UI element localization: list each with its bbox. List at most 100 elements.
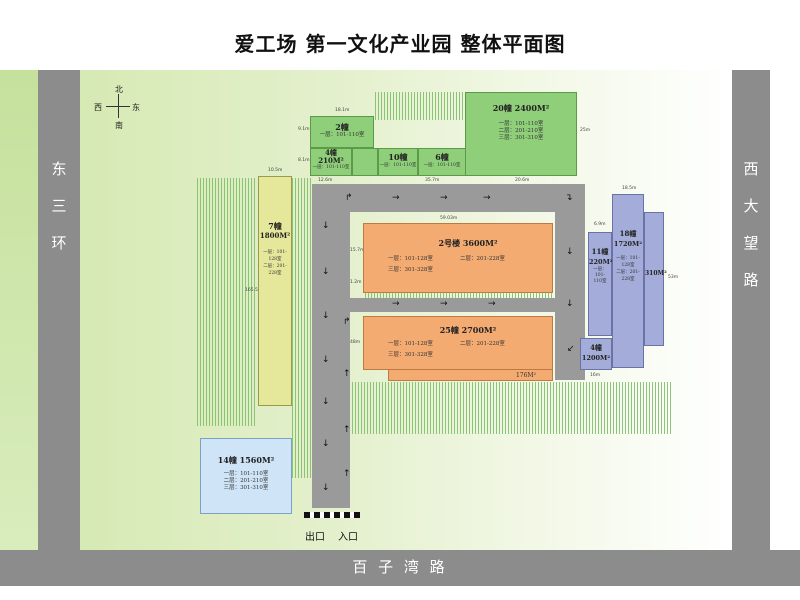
dimension-label: 10.5m bbox=[268, 168, 283, 173]
floor-info: 一层：101-128室 bbox=[388, 341, 433, 347]
dimension-label: 25m bbox=[580, 128, 591, 133]
floor-info: 三层：301-328室 bbox=[388, 267, 433, 273]
road-label-char: 望 bbox=[743, 234, 759, 252]
lawn-strip bbox=[197, 178, 257, 426]
bottom-margin bbox=[0, 586, 800, 600]
arrow-icon: ↓ bbox=[322, 311, 330, 321]
floor-info: 一层： bbox=[593, 267, 607, 272]
floor-info: 一层：101-128室 bbox=[616, 256, 640, 268]
building-7[interactable]: 7幢 1800M² 一层：101-128室 二层：201-228室 bbox=[258, 176, 292, 406]
arrow-icon: ↑ bbox=[343, 369, 351, 379]
building-name: 18幢 bbox=[619, 229, 637, 238]
gate-barrier bbox=[304, 512, 360, 518]
building-20[interactable]: 20幢 2400M² 一层：101-110室 二层：201-210室 三层：30… bbox=[465, 92, 577, 176]
building-4-small[interactable]: 4幢 210M² 一层：101-110室 bbox=[310, 148, 352, 176]
building-area: 1200M² bbox=[581, 354, 611, 362]
lawn-strip bbox=[292, 178, 312, 478]
dimension-label: 59.03m bbox=[440, 216, 458, 221]
dimension-label: 18.1m bbox=[335, 108, 350, 113]
building-6[interactable]: 6幢 一层：101-110室 bbox=[418, 148, 466, 176]
arrow-icon: ↓ bbox=[322, 267, 330, 277]
dimension-label: 165.5m bbox=[245, 288, 263, 293]
xidawang-road: 西 大 望 路 bbox=[732, 70, 770, 550]
road-label-char: 东 bbox=[51, 160, 67, 178]
dimension-label: 18.5m bbox=[622, 186, 637, 191]
internal-road-middle bbox=[350, 298, 555, 312]
building-18[interactable]: 18幢 1720M² 一层：101-128室 二层：201-228室 bbox=[612, 194, 644, 368]
building-name: 4幢 bbox=[325, 148, 337, 157]
building-name: 11幢 bbox=[591, 247, 609, 256]
floor-info: 二层：201-228室 bbox=[460, 341, 505, 347]
dimension-label: 48m bbox=[350, 340, 361, 345]
floor-info: 二层：201-210室 bbox=[223, 478, 269, 484]
building-name: 2号楼 3600M² bbox=[438, 238, 498, 248]
floor-info: 二层：201-228室 bbox=[263, 264, 287, 276]
floor-info: 一层：101-110室 bbox=[319, 132, 365, 138]
building-25-annex[interactable]: 176M² bbox=[388, 369, 553, 381]
dimension-label: 15.7m bbox=[350, 248, 365, 253]
building-area: 310M² bbox=[645, 270, 667, 277]
arrow-icon: ↱ bbox=[343, 317, 351, 327]
arrow-icon: ↓ bbox=[566, 247, 574, 257]
arrow-icon: ↓ bbox=[322, 397, 330, 407]
building-18-side[interactable]: 310M² bbox=[644, 212, 667, 346]
arrow-icon: ↑ bbox=[343, 469, 351, 479]
outer-right-area bbox=[770, 70, 800, 550]
building-area: 1800M² bbox=[259, 231, 291, 240]
floor-info: 一层：101-110室 bbox=[223, 471, 269, 477]
arrow-icon: ↓ bbox=[322, 221, 330, 231]
building-area: 1720M² bbox=[613, 240, 643, 248]
floor-info: 一层：101-110室 bbox=[379, 163, 417, 168]
annex-area: 176M² bbox=[515, 372, 536, 379]
floor-info: 三层：301-310室 bbox=[223, 485, 269, 491]
compass-east: 东 bbox=[132, 103, 140, 112]
dimension-label: 9.1m bbox=[298, 127, 310, 132]
road-label-char: 西 bbox=[743, 160, 759, 178]
exit-label: 出口 bbox=[305, 532, 325, 543]
arrow-icon: → bbox=[392, 193, 400, 203]
dimension-label: 35.7m bbox=[425, 178, 440, 183]
building-10[interactable]: 10幢 一层：101-110室 bbox=[378, 148, 418, 176]
compass: 北 南 东 西 bbox=[92, 84, 146, 134]
arrow-icon: → bbox=[392, 299, 400, 309]
east-third-ring-road: 东 三 环 bbox=[38, 70, 80, 550]
building-25[interactable]: 25幢 2700M² 一层：101-128室 二层：201-228室 三层：30… bbox=[363, 316, 553, 370]
lawn-strip bbox=[352, 382, 672, 434]
internal-road-north bbox=[312, 184, 584, 212]
floor-info: 一层：101-128室 bbox=[263, 250, 287, 262]
dimension-label: 12.6m bbox=[318, 178, 333, 183]
building-2-hao-lou[interactable]: 2号楼 3600M² 一层：101-128室 二层：201-228室 三层：30… bbox=[363, 223, 553, 293]
arrow-icon: ↱ bbox=[345, 193, 353, 203]
dimension-label: 1.2m bbox=[350, 280, 362, 285]
building-name: 14幢 1560M² bbox=[217, 455, 275, 465]
compass-south: 南 bbox=[115, 121, 123, 130]
floor-info: 一层：101-128室 bbox=[388, 256, 433, 262]
arrow-icon: ↓ bbox=[322, 355, 330, 365]
building-annex bbox=[352, 148, 378, 176]
building-name: 25幢 2700M² bbox=[439, 325, 497, 335]
arrow-icon: → bbox=[440, 193, 448, 203]
building-name: 10幢 bbox=[388, 152, 408, 162]
road-label-char: 大 bbox=[743, 197, 759, 215]
building-name: 6幢 bbox=[435, 152, 449, 162]
map-title: 爱工场 第一文化产业园 整体平面图 bbox=[234, 32, 566, 56]
compass-west: 西 bbox=[94, 103, 102, 112]
internal-road-west bbox=[312, 184, 350, 508]
floor-info: 三层：301-310室 bbox=[498, 135, 544, 141]
building-11[interactable]: 11幢 220M² 一层： 101- 110室 bbox=[588, 232, 613, 336]
building-14[interactable]: 14幢 1560M² 一层：101-110室 二层：201-210室 三层：30… bbox=[200, 438, 292, 514]
outer-green-area bbox=[0, 70, 38, 550]
building-4-large[interactable]: 4幢 1200M² bbox=[580, 338, 612, 370]
road-label-char: 路 bbox=[743, 271, 759, 289]
floor-info: 一层：101-110室 bbox=[498, 121, 544, 127]
building-2[interactable]: 2幢 一层：101-110室 bbox=[310, 116, 374, 148]
dimension-label: 6.9m bbox=[594, 222, 606, 227]
building-name: 20幢 2400M² bbox=[492, 103, 550, 113]
lawn-strip bbox=[375, 92, 463, 120]
arrow-icon: → bbox=[440, 299, 448, 309]
floor-info: 二层：201-210室 bbox=[498, 128, 544, 134]
compass-north: 北 bbox=[115, 85, 123, 94]
floor-info: 二层：201-228室 bbox=[616, 270, 640, 282]
building-name: 7幢 bbox=[268, 221, 282, 231]
floor-info: 一层：101-110室 bbox=[423, 163, 461, 168]
